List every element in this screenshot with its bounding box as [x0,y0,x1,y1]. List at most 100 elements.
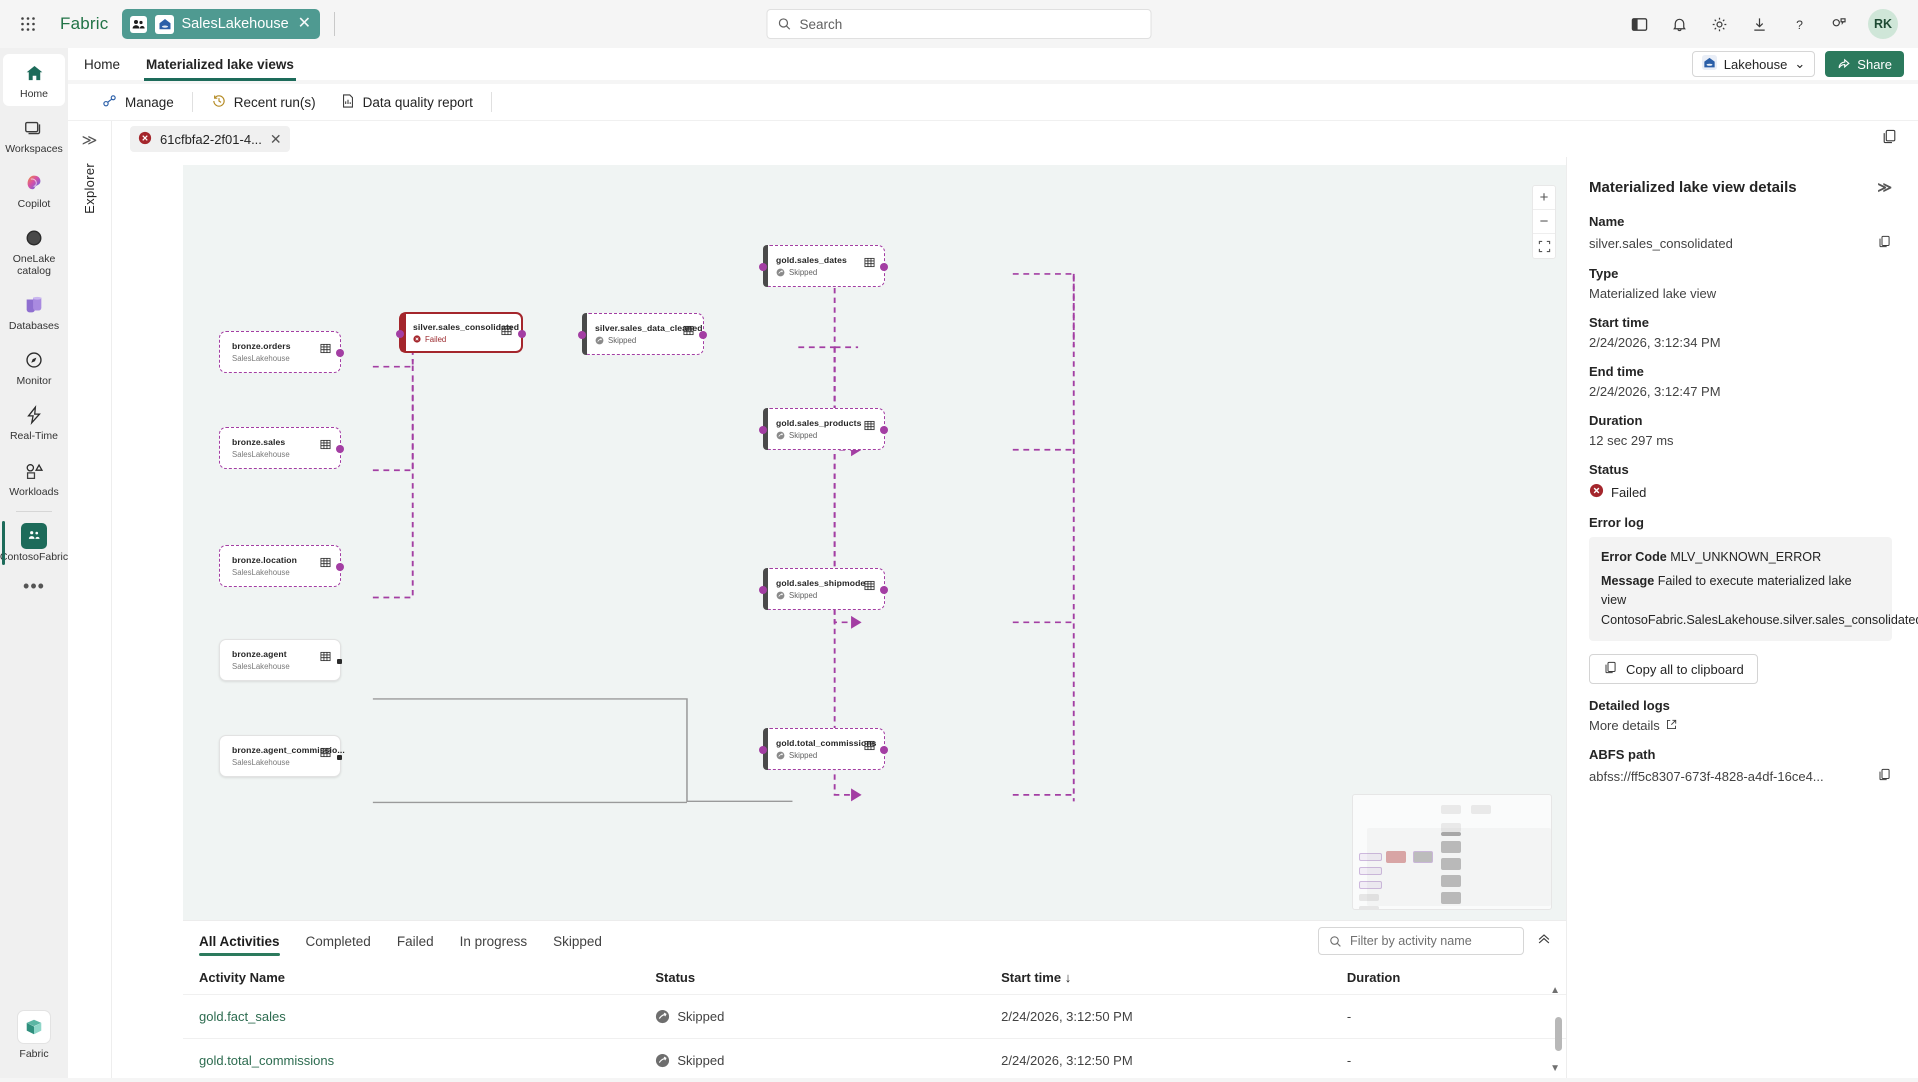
cell-start-time: 2/24/2026, 3:12:50 PM [985,995,1331,1039]
sidebar-item-home[interactable]: Home [3,54,65,106]
sidebar-item-onelake-catalog[interactable]: OneLake catalog [3,219,65,283]
collapse-panel-icon[interactable]: ≫ [1877,179,1892,196]
svg-text:?: ? [1796,17,1803,31]
col-start-time[interactable]: Start time ↓ [985,961,1331,995]
skipped-icon [595,336,604,345]
activity-link[interactable]: gold.fact_sales [199,1009,286,1024]
download-icon[interactable] [1748,13,1770,35]
sidebar-item-workspaces[interactable]: Workspaces [3,109,65,161]
lineage-node-silver-sales-data-cleaned[interactable]: silver.sales_data_cleaned Skipped [582,313,704,355]
lineage-node-silver-sales-consolidated[interactable]: silver.sales_consolidated Failed [399,312,523,353]
activities-tabs: All Activities Completed Failed In progr… [183,921,1566,961]
field-value-type: Materialized lake view [1589,286,1892,301]
panel-layout-icon[interactable] [1628,13,1650,35]
waffle-grid-icon[interactable] [14,10,42,38]
lineage-node-gold-sales-products[interactable]: gold.sales_products Skipped [763,408,885,450]
lineage-node-bronze-sales[interactable]: bronze.sales SalesLakehouse [219,427,341,469]
cell-activity-name[interactable]: gold.fact_sales [183,995,639,1039]
zoom-out-button[interactable]: − [1533,210,1555,234]
fit-to-screen-icon[interactable] [1533,234,1555,258]
col-status[interactable]: Status [639,961,985,995]
col-activity-name[interactable]: Activity Name [183,961,639,995]
cell-activity-name[interactable]: gold.total_commissions [183,1039,639,1082]
sidebar-item-monitor[interactable]: Monitor [3,341,65,393]
tab-completed[interactable]: Completed [306,925,371,958]
close-icon[interactable]: ✕ [270,131,282,148]
copy-icon[interactable] [1881,128,1898,150]
scroll-up-icon[interactable]: ▲ [1550,985,1560,996]
table-icon [864,738,875,756]
manage-button[interactable]: Manage [90,88,186,117]
brand-title[interactable]: Fabric [60,14,108,34]
filter-input[interactable]: Filter by activity name [1318,927,1524,955]
work-area: ≫ Explorer 61cfbfa2-2f01-4... ✕ + − [68,120,1918,1078]
document-tab[interactable]: 61cfbfa2-2f01-4... ✕ [130,126,290,152]
table-row[interactable]: gold.fact_sales Skipped 2/24/2026, 3:12:… [183,995,1566,1039]
sidebar-item-real-time[interactable]: Real-Time [3,396,65,448]
share-button[interactable]: Share [1825,51,1904,77]
col-duration[interactable]: Duration [1331,961,1566,995]
lineage-canvas[interactable]: + − [183,165,1566,920]
sidebar-item-copilot[interactable]: Copilot [3,164,65,216]
search-input[interactable]: Search [767,9,1152,39]
command-bar: Manage Recent run(s) Data quality report [68,84,1918,120]
help-icon[interactable]: ? [1788,13,1810,35]
sidebar-item-contosofabric[interactable]: ContosoFabric [3,517,65,569]
manage-icon [102,93,118,112]
lineage-node-gold-sales-shipmode[interactable]: gold.sales_shipmode Skipped [763,568,885,610]
lineage-node-gold-total-commissions[interactable]: gold.total_commissions Skipped [763,728,885,770]
gear-icon[interactable] [1708,13,1730,35]
status-text: Skipped [677,1009,724,1024]
explorer-label[interactable]: Explorer [82,163,97,214]
data-quality-report-button[interactable]: Data quality report [328,88,485,117]
expand-explorer-icon[interactable]: ≫ [82,131,98,149]
activity-link[interactable]: gold.total_commissions [199,1053,334,1068]
tab-all-activities[interactable]: All Activities [199,925,280,958]
details-panel: Materialized lake view details ≫ Name si… [1566,157,1918,1078]
workspace-box-icon [21,524,47,548]
workloads-icon [23,459,45,483]
avatar[interactable]: RK [1868,9,1898,39]
lineage-node-bronze-agent-commissions[interactable]: bronze.agent_commissio... SalesLakehouse [219,735,341,777]
copy-icon[interactable] [1877,234,1892,252]
tab-home[interactable]: Home [82,53,122,76]
lineage-node-gold-sales-dates[interactable]: gold.sales_dates Skipped [763,245,885,287]
tab-failed[interactable]: Failed [397,925,434,958]
table-icon [683,323,694,341]
tab-materialized-lake-views[interactable]: Materialized lake views [144,53,296,76]
bell-icon[interactable] [1668,13,1690,35]
recent-runs-button[interactable]: Recent run(s) [199,88,328,117]
sidebar-label: Workspaces [5,143,63,155]
workspace-chip[interactable]: SalesLakehouse ✕ [122,9,320,39]
close-icon[interactable]: ✕ [298,16,311,32]
scrollbar-thumb[interactable] [1555,1017,1562,1051]
sidebar-item-databases[interactable]: Databases [3,286,65,338]
lineage-node-bronze-agent[interactable]: bronze.agent SalesLakehouse [219,639,341,681]
field-value-name: silver.sales_consolidated [1589,234,1892,252]
rail-more-button[interactable]: ••• [23,576,45,597]
copy-icon[interactable] [1877,767,1892,785]
sidebar-item-workloads[interactable]: Workloads [3,452,65,504]
copy-all-label: Copy all to clipboard [1626,662,1744,677]
chevron-double-up-icon[interactable] [1536,931,1552,951]
scroll-down-icon[interactable]: ▼ [1550,1063,1560,1074]
node-port [880,263,888,271]
tab-skipped[interactable]: Skipped [553,925,602,958]
feedback-icon[interactable] [1828,13,1850,35]
table-icon [320,745,331,763]
minimap[interactable] [1352,794,1552,910]
lakehouse-selector[interactable]: Lakehouse ⌄ [1692,51,1816,77]
lineage-node-bronze-location[interactable]: bronze.location SalesLakehouse [219,545,341,587]
tab-in-progress[interactable]: In progress [460,925,528,958]
activities-scrollbar[interactable]: ▲ ▼ [1555,999,1562,1072]
abfs-value-text: abfss://ff5c8307-673f-4828-a4df-16ce4... [1589,769,1824,784]
more-details-link[interactable]: More details [1589,718,1892,733]
zoom-in-button[interactable]: + [1533,186,1555,210]
table-icon [320,437,331,455]
status-text: Failed [1611,485,1646,500]
fabric-logo-icon[interactable] [17,1010,51,1044]
skipped-icon [655,1009,670,1024]
table-row[interactable]: gold.total_commissions Skipped 2/24/2026… [183,1039,1566,1082]
copy-all-to-clipboard-button[interactable]: Copy all to clipboard [1589,654,1758,684]
lineage-node-bronze-orders[interactable]: bronze.orders SalesLakehouse [219,331,341,373]
